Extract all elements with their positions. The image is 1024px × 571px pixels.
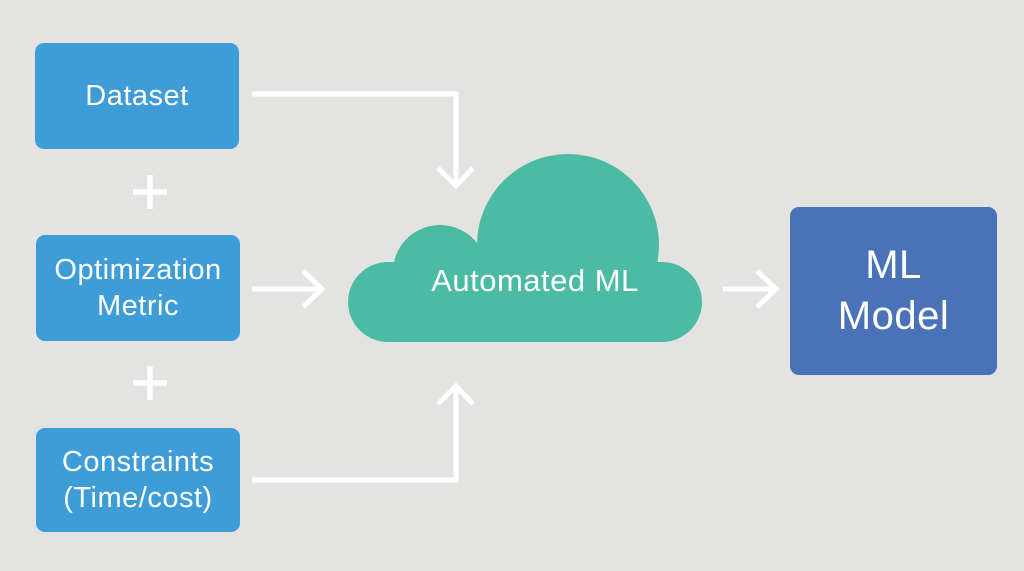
automated-ml-cloud-shape	[348, 154, 702, 342]
dataset-node: Dataset	[35, 43, 239, 149]
arrow-cloud-to-mlmodel	[723, 269, 780, 309]
ml-model-label: ML Model	[837, 242, 950, 338]
constraints-node: Constraints (Time/cost)	[36, 428, 240, 532]
arrowhead-right-icon	[755, 269, 780, 309]
arrow-dataset-to-cloud	[252, 91, 475, 190]
dataset-label: Dataset	[85, 79, 189, 112]
constraints-label: Constraints (Time/cost)	[61, 445, 215, 514]
cloud-top-bump	[477, 154, 659, 336]
arrowhead-down-icon	[436, 166, 475, 190]
optimization-metric-label: Optimization Metric	[54, 253, 222, 322]
arrow-constraints-to-cloud	[252, 382, 475, 483]
cloud-left-bump	[393, 225, 487, 319]
arrow-optimization-to-cloud	[252, 269, 326, 309]
plus-operators	[133, 175, 167, 400]
arrowhead-up-icon	[436, 382, 475, 406]
plus-icon	[133, 175, 167, 209]
plus-icon	[133, 366, 167, 400]
arrowhead-right-icon	[301, 269, 326, 309]
connector-arrows	[252, 91, 780, 483]
optimization-metric-node: Optimization Metric	[36, 235, 240, 341]
ml-model-node: ML Model	[790, 207, 997, 375]
